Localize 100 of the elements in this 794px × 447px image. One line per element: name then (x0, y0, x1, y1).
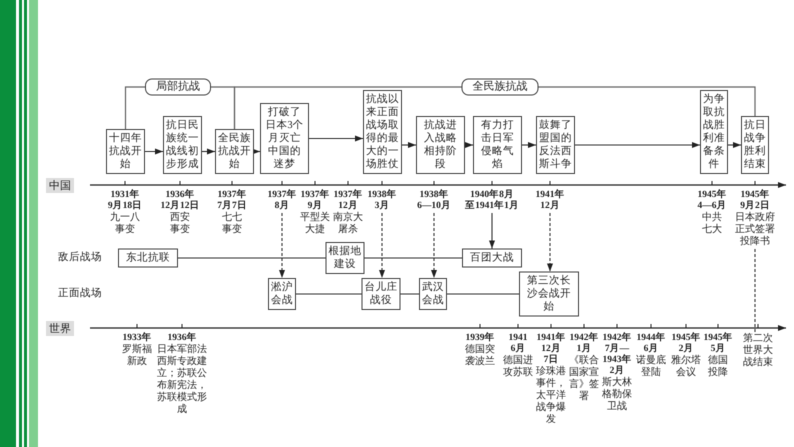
arrow (575, 142, 700, 148)
event-text: 《联合国家宣言》签署 (568, 355, 600, 403)
event-text: 九一八事变 (109, 212, 141, 236)
event-box: 淞沪会战 (268, 278, 296, 310)
event-box: 百团大战 (462, 248, 522, 268)
date-text: 9月2日 (740, 201, 770, 212)
period-label: 全民族抗战 (462, 78, 538, 96)
event-box: 抗战进入战略相持阶段 (416, 116, 465, 174)
event-text: 斯大林格勒保卫战 (601, 377, 633, 413)
event-text: 西安事变 (169, 212, 191, 236)
arrow (252, 148, 260, 154)
dashed-arrow (547, 213, 553, 272)
event-text: 诺曼底登陆 (635, 355, 667, 379)
arrow (728, 142, 741, 148)
date-text: 7月7日 (217, 201, 247, 212)
event-box: 第三次长沙会战开始 (519, 272, 579, 316)
event-text: 雅尔塔会议 (670, 355, 702, 379)
arrow (489, 213, 495, 248)
connector-line (178, 257, 326, 259)
date-text: 1941年 (536, 333, 566, 344)
connector-line (364, 257, 462, 259)
date-text: 6月 (510, 344, 526, 354)
arrow (309, 136, 363, 142)
date-text: 1937年 (268, 190, 296, 200)
date-text: 至1941年1月 (465, 201, 519, 212)
date-text: 1938年 (420, 190, 448, 200)
date-text: 12月12日 (160, 201, 200, 212)
event-box: 武汉会战 (419, 278, 447, 310)
date-text: 1936年 (168, 333, 196, 344)
event-box: 鼓舞了盟国的反法西斯斗争 (536, 116, 575, 174)
date-text: 2月 (610, 366, 624, 376)
event-text: 第二次世界大战结束 (742, 333, 774, 369)
date-text: 1941年 (536, 190, 564, 200)
event-text: 珍珠港事件，太平洋战争爆发 (535, 366, 567, 426)
date-text: 1945年 (740, 190, 770, 200)
event-text: 南京大屠杀 (332, 212, 364, 236)
date-text: 1943年 (602, 355, 632, 366)
event-text: 德国进攻苏联 (502, 355, 534, 379)
date-text: 6—10月 (417, 201, 451, 212)
event-text: 七七事变 (221, 212, 243, 236)
event-text: 罗斯福新政 (121, 344, 153, 368)
date-text: 1942年 (570, 333, 598, 344)
event-box: 抗日民族统一战线初步形成 (163, 116, 202, 174)
date-text: 1945年 (704, 333, 732, 344)
date-text: 4—6月 (698, 201, 726, 212)
date-text: 1942年 (602, 333, 632, 344)
date-text: 1941 (508, 333, 528, 344)
date-text: 1937年 (300, 190, 330, 200)
date-text: 1937年 (334, 190, 362, 200)
date-text: 2月 (678, 344, 694, 354)
date-text: 8月 (274, 201, 290, 212)
event-text: 德国突袭波兰 (464, 344, 496, 368)
event-box: 为争取抗战胜利准备条件 (700, 90, 728, 174)
dashed-arrow (379, 213, 385, 278)
connector-line (400, 293, 419, 295)
arrow (522, 142, 536, 148)
date-text: 6月 (644, 344, 658, 354)
event-box: 根据地建设 (326, 242, 364, 274)
event-box: 打破了日本3个月灭亡中国的迷梦 (260, 103, 309, 174)
event-box: 十四年抗战开始 (106, 129, 145, 174)
date-text: 12月 (541, 344, 561, 354)
date-text: 12月 (338, 201, 358, 212)
event-box: 有力打击日军侵略气焰 (473, 116, 522, 174)
date-text: 1931年 (110, 190, 140, 200)
date-text: 3月 (374, 201, 390, 212)
date-text: 5月 (710, 344, 726, 355)
axis-label: 世界 (46, 321, 74, 336)
connector-line (296, 293, 362, 295)
date-text: 9月18日 (108, 201, 142, 212)
event-text: 日本政府正式签署投降书 (734, 212, 776, 248)
date-text: 7日 (544, 355, 558, 366)
date-text: 1939年 (466, 333, 494, 344)
date-text: 1938年 (368, 190, 396, 200)
axis-label: 中国 (46, 178, 74, 193)
dashed-arrow (431, 213, 437, 278)
date-text: 1月 (576, 344, 592, 355)
event-text: 德国投降 (707, 355, 729, 379)
arrow (145, 148, 163, 154)
date-text: 12月 (540, 201, 560, 212)
event-text: 平型关大捷 (299, 212, 331, 236)
date-text: 1945年 (698, 190, 726, 200)
period-label: 局部抗战 (145, 78, 211, 96)
event-box: 东北抗联 (118, 248, 178, 268)
arrow (202, 148, 215, 154)
date-text: 1937年 (218, 190, 246, 200)
row-label: 敌后战场 (58, 251, 102, 264)
arrow (402, 142, 416, 148)
arrow (465, 142, 473, 148)
event-box: 台儿庄战役 (362, 278, 400, 310)
date-text: 9月 (308, 201, 322, 212)
event-box: 抗战以来正面战场取得的最大的一场胜仗 (363, 90, 402, 174)
date-text: 1944年 (636, 333, 666, 344)
event-text: 日本军部法西斯专政建立；苏联公布新宪法，苏联模式形成 (156, 344, 208, 416)
event-box: 全民族抗战开始 (215, 129, 254, 174)
row-label: 正面战场 (58, 287, 102, 300)
date-text: 1933年 (122, 333, 152, 344)
dashed-arrow (279, 213, 285, 278)
date-text: 1940年8月 (470, 190, 514, 200)
connector-line (447, 293, 519, 295)
event-box: 抗日战争胜利结束 (741, 116, 769, 174)
